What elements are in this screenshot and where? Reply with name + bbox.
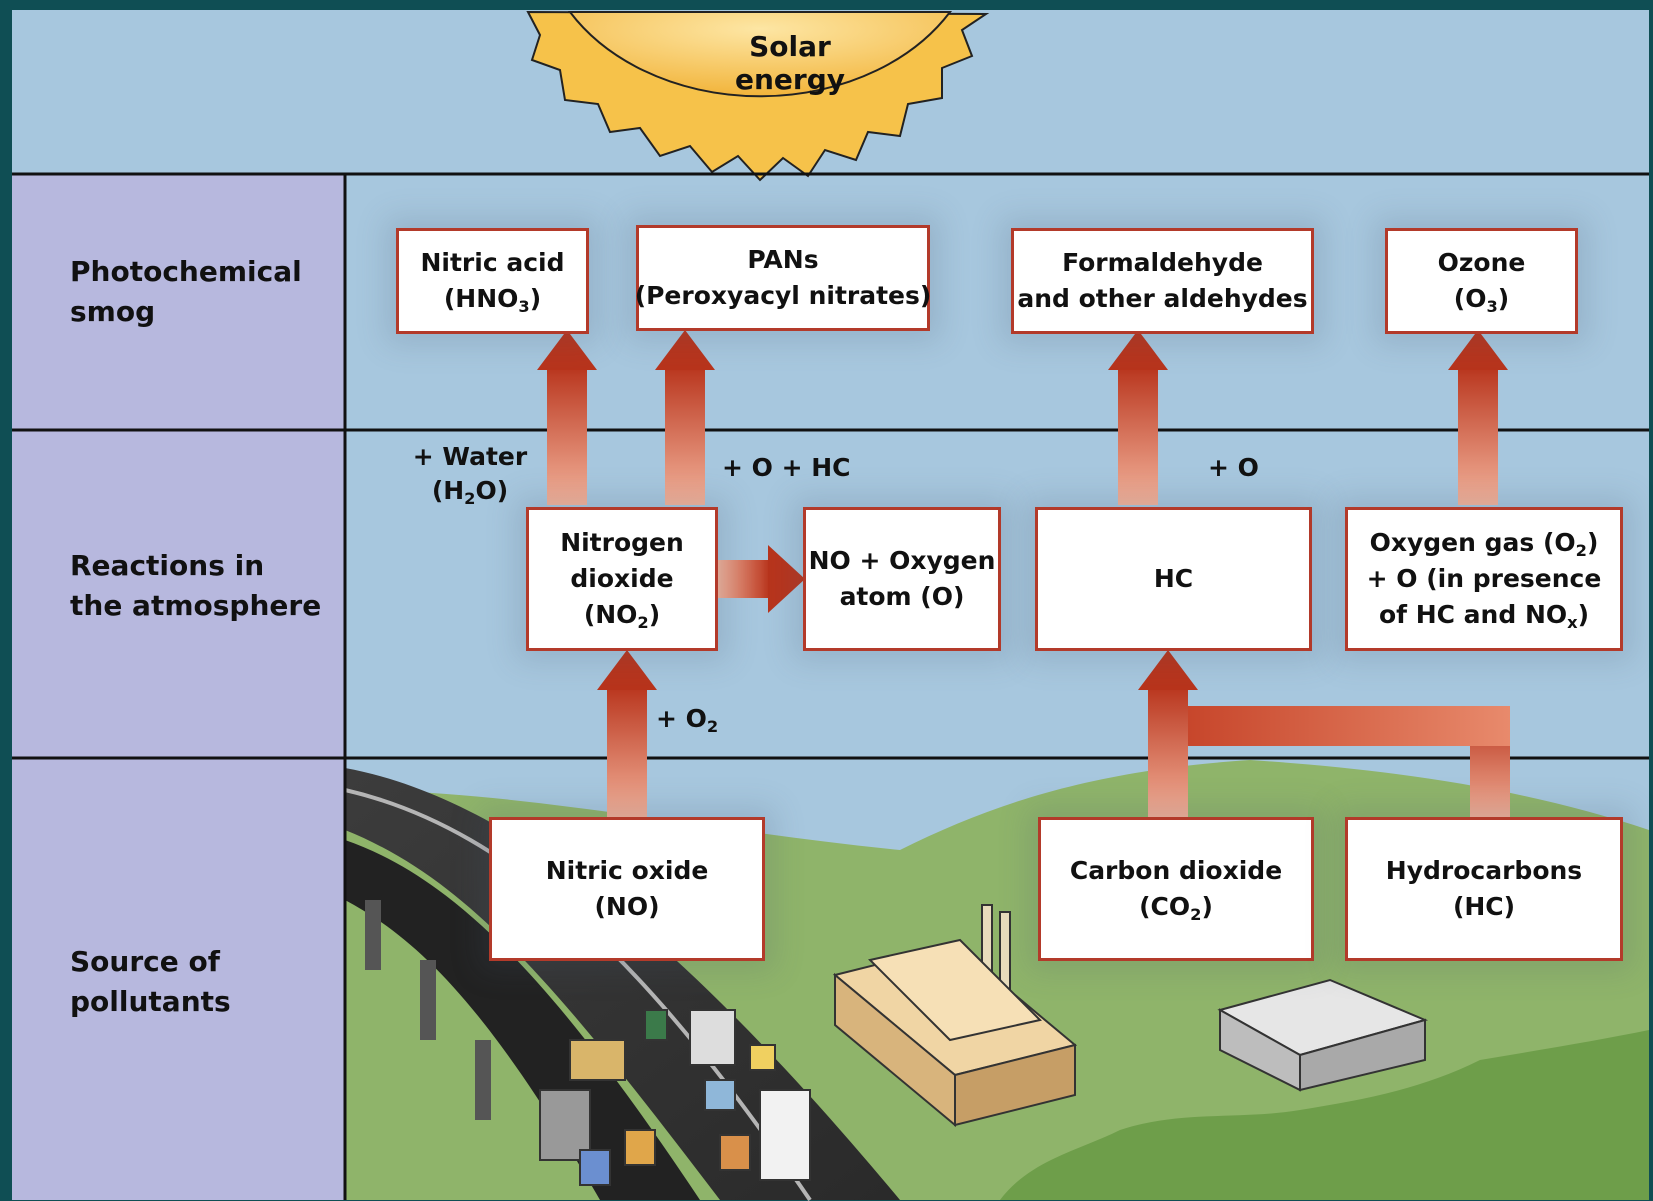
box-pans: PANs(Peroxyacyl nitrates) <box>635 225 931 331</box>
box-carbon-dioxide: Carbon dioxide(CO2) <box>1038 817 1314 961</box>
factory <box>832 904 1078 1128</box>
note-plus-o-hc: + O + HC <box>722 453 851 482</box>
box-hc: HC <box>1035 507 1312 651</box>
sun-icon <box>526 10 990 182</box>
arrow-co2-to-hc <box>1138 650 1198 820</box>
warehouse <box>1217 978 1429 1092</box>
arrow-no2-to-nitric-acid <box>537 330 597 505</box>
label-column <box>12 174 345 1200</box>
arrow-no-to-no2 <box>597 650 657 820</box>
note-plus-o2: + O2 <box>656 704 719 736</box>
box-hydrocarbons: Hydrocarbons(HC) <box>1345 817 1623 961</box>
box-nitric-acid: Nitric acid(HNO3) <box>396 228 589 334</box>
arrow-no2-to-pans <box>655 330 715 505</box>
trees <box>1000 1030 1649 1200</box>
arrow-hc-to-formaldehyde <box>1108 330 1168 505</box>
arrow-no2-to-no-oxygen <box>718 545 805 613</box>
arrow-oxygen-to-ozone <box>1448 330 1508 505</box>
note-plus-o: + O <box>1208 453 1259 482</box>
note-plus-water: + Water(H2O) <box>412 442 528 508</box>
arrow-hydrocarbons-to-hc <box>1188 706 1510 820</box>
box-ozone: Ozone(O3) <box>1385 228 1578 334</box>
sun-label: Solar energy <box>734 30 846 96</box>
vehicles <box>539 1009 811 1186</box>
box-nitric-oxide: Nitric oxide(NO) <box>489 817 765 961</box>
